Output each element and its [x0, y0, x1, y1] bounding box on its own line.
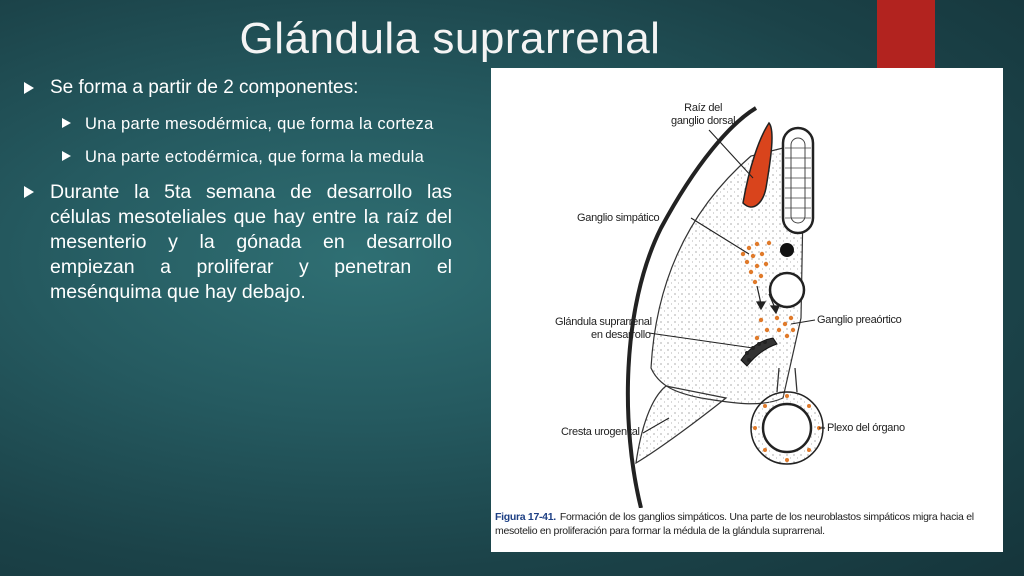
label-line: ganglio dorsal — [671, 115, 736, 127]
label-line: en desarrollo — [591, 329, 651, 341]
caption-text: Formación de los ganglios simpáticos. Un… — [495, 511, 974, 537]
label-glandula-suprarrenal: Glándula suprarrenal en desarrollo — [555, 316, 652, 342]
notochord — [780, 243, 794, 257]
label-line: Glándula suprarrenal — [555, 316, 652, 328]
label-line: Raíz del — [684, 102, 723, 114]
neural-tube — [781, 126, 815, 235]
sub-bullet-item: Una parte mesodérmica, que forma la cort… — [62, 114, 452, 135]
bullet-text: Durante la 5ta semana de desarrollo las … — [50, 181, 452, 303]
neural-tube-striations — [785, 147, 811, 219]
gut-lumen — [761, 402, 813, 454]
bullet-item: Durante la 5ta semana de desarrollo las … — [24, 180, 452, 305]
suprarenal-cells — [745, 340, 767, 362]
sub-bullet-item: Una parte ectodérmica, que forma la medu… — [62, 147, 452, 168]
label-ganglio-preaortico: Ganglio preaórtico — [817, 314, 902, 326]
figure-caption: Figura 17-41.Formación de los ganglios s… — [495, 510, 1001, 538]
sub-bullet-text: Una parte mesodérmica, que forma la cort… — [85, 115, 434, 133]
bullet-arrow-icon — [24, 186, 34, 198]
label-cresta-urogenital: Cresta urogenital — [561, 426, 640, 438]
leader-lines — [642, 129, 825, 434]
figure-illustration — [625, 106, 825, 508]
preaortic-ganglion-cells — [754, 315, 796, 341]
aorta — [768, 271, 806, 309]
bullet-item: Se forma a partir de 2 componentes: — [24, 76, 452, 100]
urogenital-ridge — [635, 385, 728, 465]
accent-tab — [877, 0, 935, 68]
slide-title: Glándula suprarrenal — [239, 14, 661, 63]
dorsal-root-ganglion — [742, 121, 773, 208]
embryology-figure: Raíz del ganglio dorsal Ganglio simpátic… — [491, 68, 1003, 552]
bullet-list: Se forma a partir de 2 componentes: Una … — [24, 76, 452, 319]
migration-arrows — [755, 285, 780, 315]
body-wall — [625, 106, 758, 508]
label-raiz-ganglio-dorsal: Raíz del ganglio dorsal — [671, 102, 736, 128]
neural-canal — [790, 137, 806, 224]
sub-bullet-text: Una parte ectodérmica, que forma la medu… — [85, 148, 425, 166]
figure-number: Figura 17-41. — [495, 511, 556, 523]
sympathetic-ganglion-cells — [740, 240, 772, 285]
bullet-arrow-icon — [62, 118, 71, 128]
label-plexo-organo: Plexo del órgano — [827, 422, 905, 434]
bullet-arrow-icon — [62, 151, 71, 161]
mesentery — [776, 367, 798, 393]
bullet-text: Se forma a partir de 2 componentes: — [50, 77, 359, 98]
bullet-arrow-icon — [24, 82, 34, 94]
organ-plexus-cells — [753, 394, 821, 462]
label-ganglio-simpatico: Ganglio simpático — [577, 212, 660, 224]
